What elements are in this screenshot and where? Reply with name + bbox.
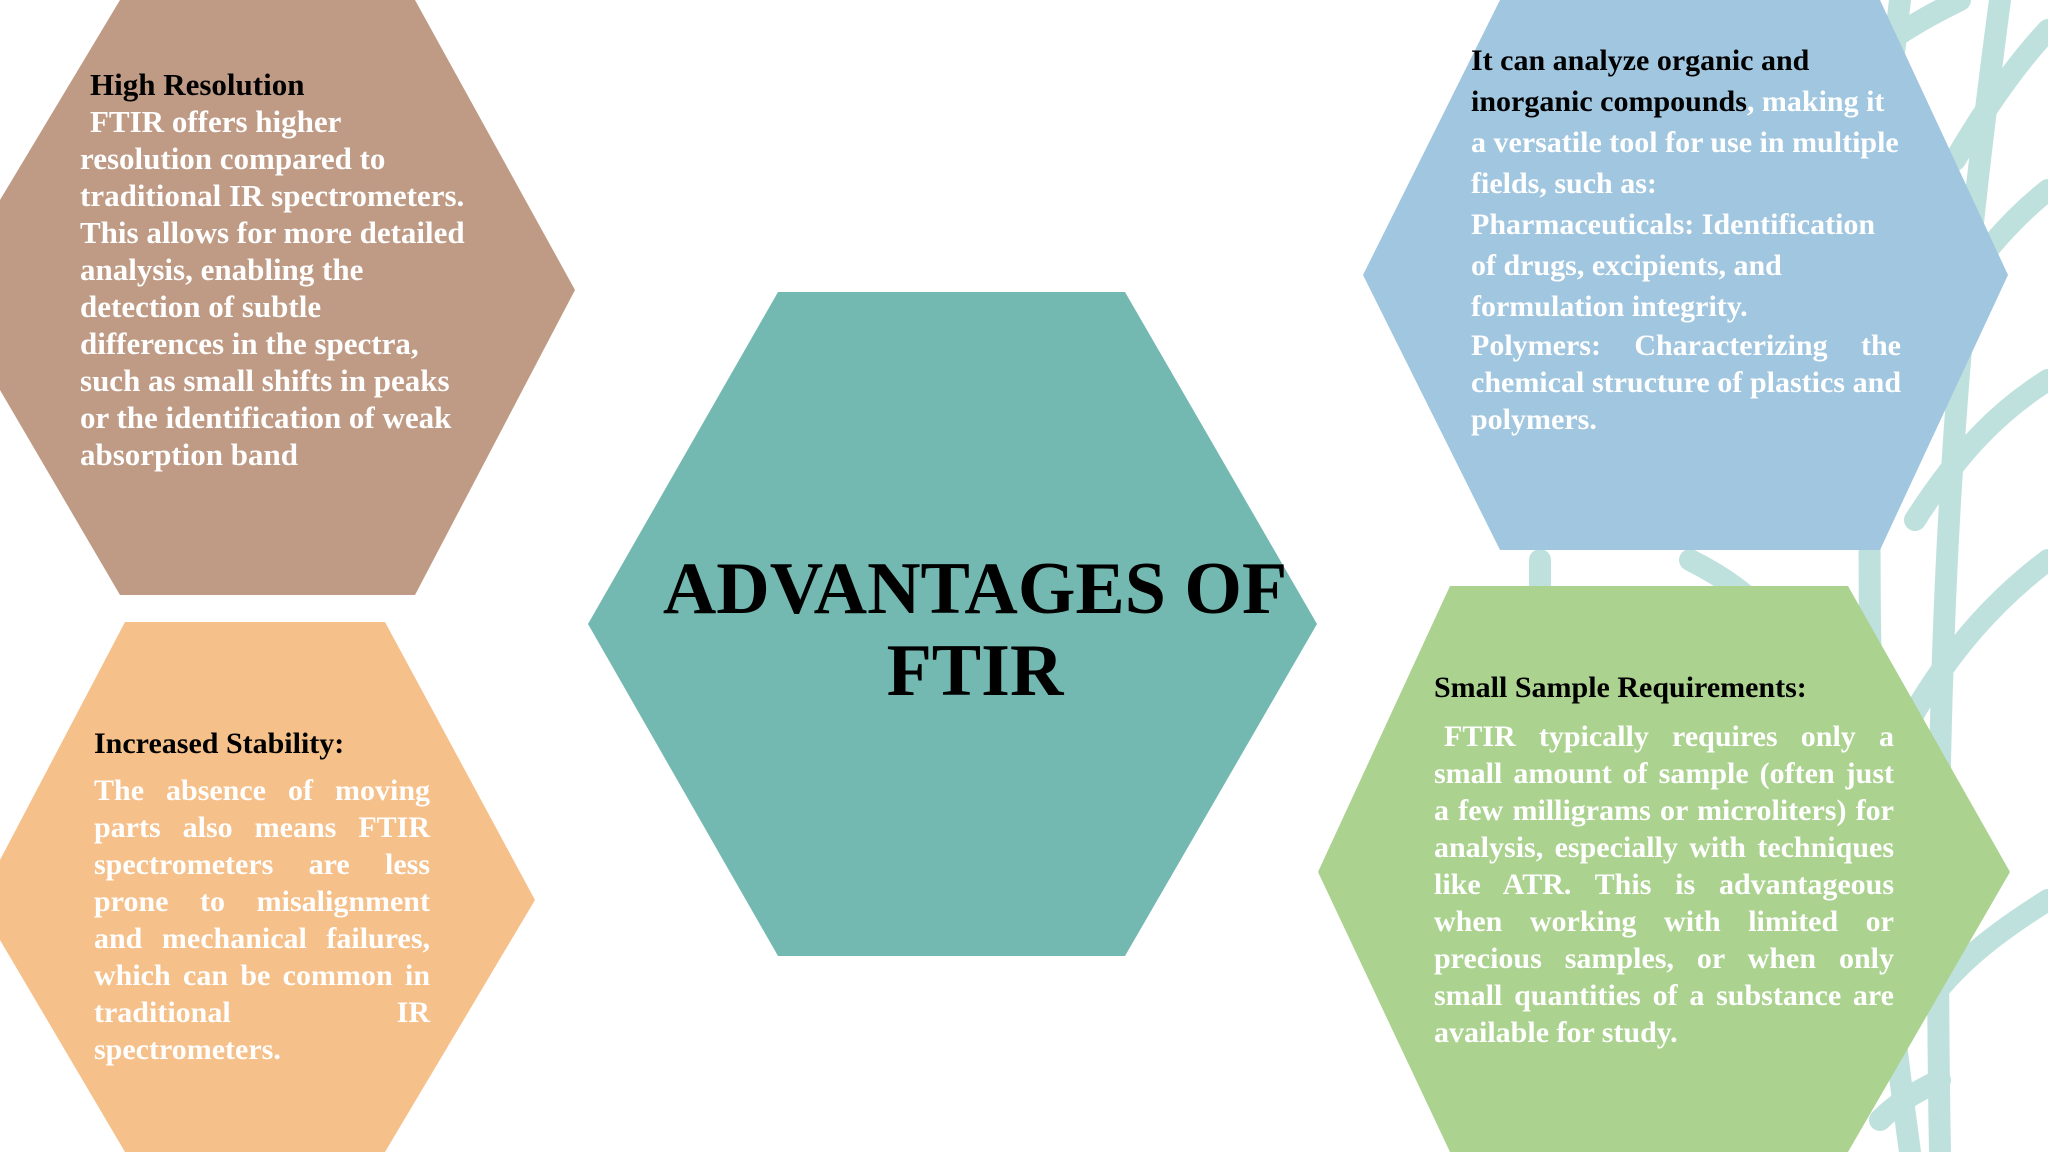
center-title-line1: ADVANTAGES OF — [662, 548, 1288, 630]
brown-hexagon — [0, 0, 575, 595]
center-title-line2: FTIR — [886, 630, 1064, 712]
organic-inorganic-block: It can analyze organic and inorganic com… — [1471, 40, 1901, 438]
small-sample-heading: Small Sample Requirements: — [1434, 671, 1807, 704]
increased-stability-heading: Increased Stability: — [94, 727, 345, 760]
blue-hexagon — [1363, 0, 2008, 550]
organic-inorganic-heading: It can analyze organic and inorganic com… — [1471, 44, 1810, 118]
green-hexagon — [1318, 586, 2010, 1152]
high-resolution-body: FTIR offers higher resolution compared t… — [80, 104, 465, 472]
high-resolution-block: High Resolution FTIR offers higher resol… — [80, 66, 470, 473]
increased-stability-body: The absence of moving parts also means F… — [94, 774, 430, 1066]
teal-hexagon — [588, 292, 1317, 956]
high-resolution-heading: High Resolution — [90, 67, 305, 102]
orange-hexagon — [0, 622, 535, 1152]
small-sample-block: Small Sample Requirements: FTIR typicall… — [1434, 669, 1894, 1051]
polymers-text: Polymers: Characterizing the chemical st… — [1471, 329, 1901, 436]
small-sample-body: FTIR typically requires only a small amo… — [1434, 720, 1894, 1049]
increased-stability-block: Increased Stability: The absence of movi… — [94, 725, 430, 1068]
pharmaceuticals-text: Pharmaceuticals: Identification of drugs… — [1471, 208, 1876, 323]
center-title: ADVANTAGES OF FTIR — [650, 548, 1300, 712]
organic-inorganic-intro: , making it a versatile tool for use in … — [1471, 85, 1899, 200]
